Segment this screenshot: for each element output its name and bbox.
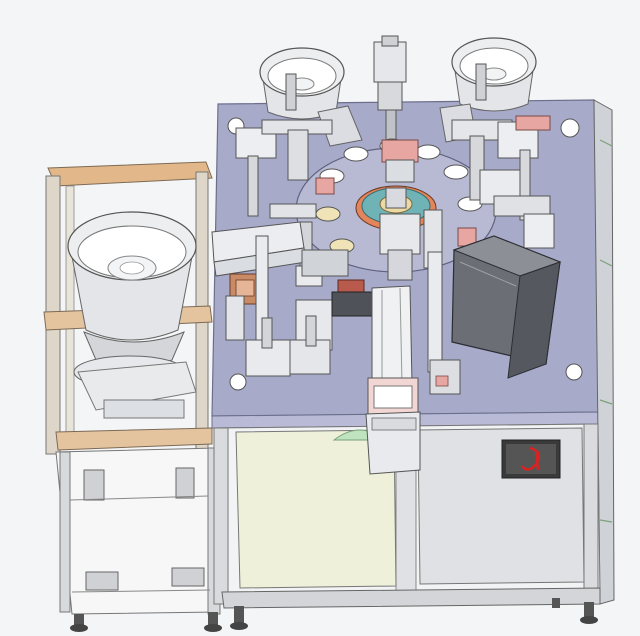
right-station-assemblies [423, 115, 555, 395]
center-station-assembly [379, 139, 421, 281]
electrical-enclosure [451, 235, 562, 379]
top-left-vibratory-bowl [259, 47, 363, 147]
leveling-feet [70, 598, 598, 632]
rotary-index-table [295, 138, 497, 273]
warning-label-icon [501, 439, 561, 479]
left-lower-cabinet [55, 447, 221, 615]
front-left-cylinders [245, 315, 331, 377]
output-chute [365, 285, 421, 475]
left-vibratory-bowl [67, 211, 197, 419]
